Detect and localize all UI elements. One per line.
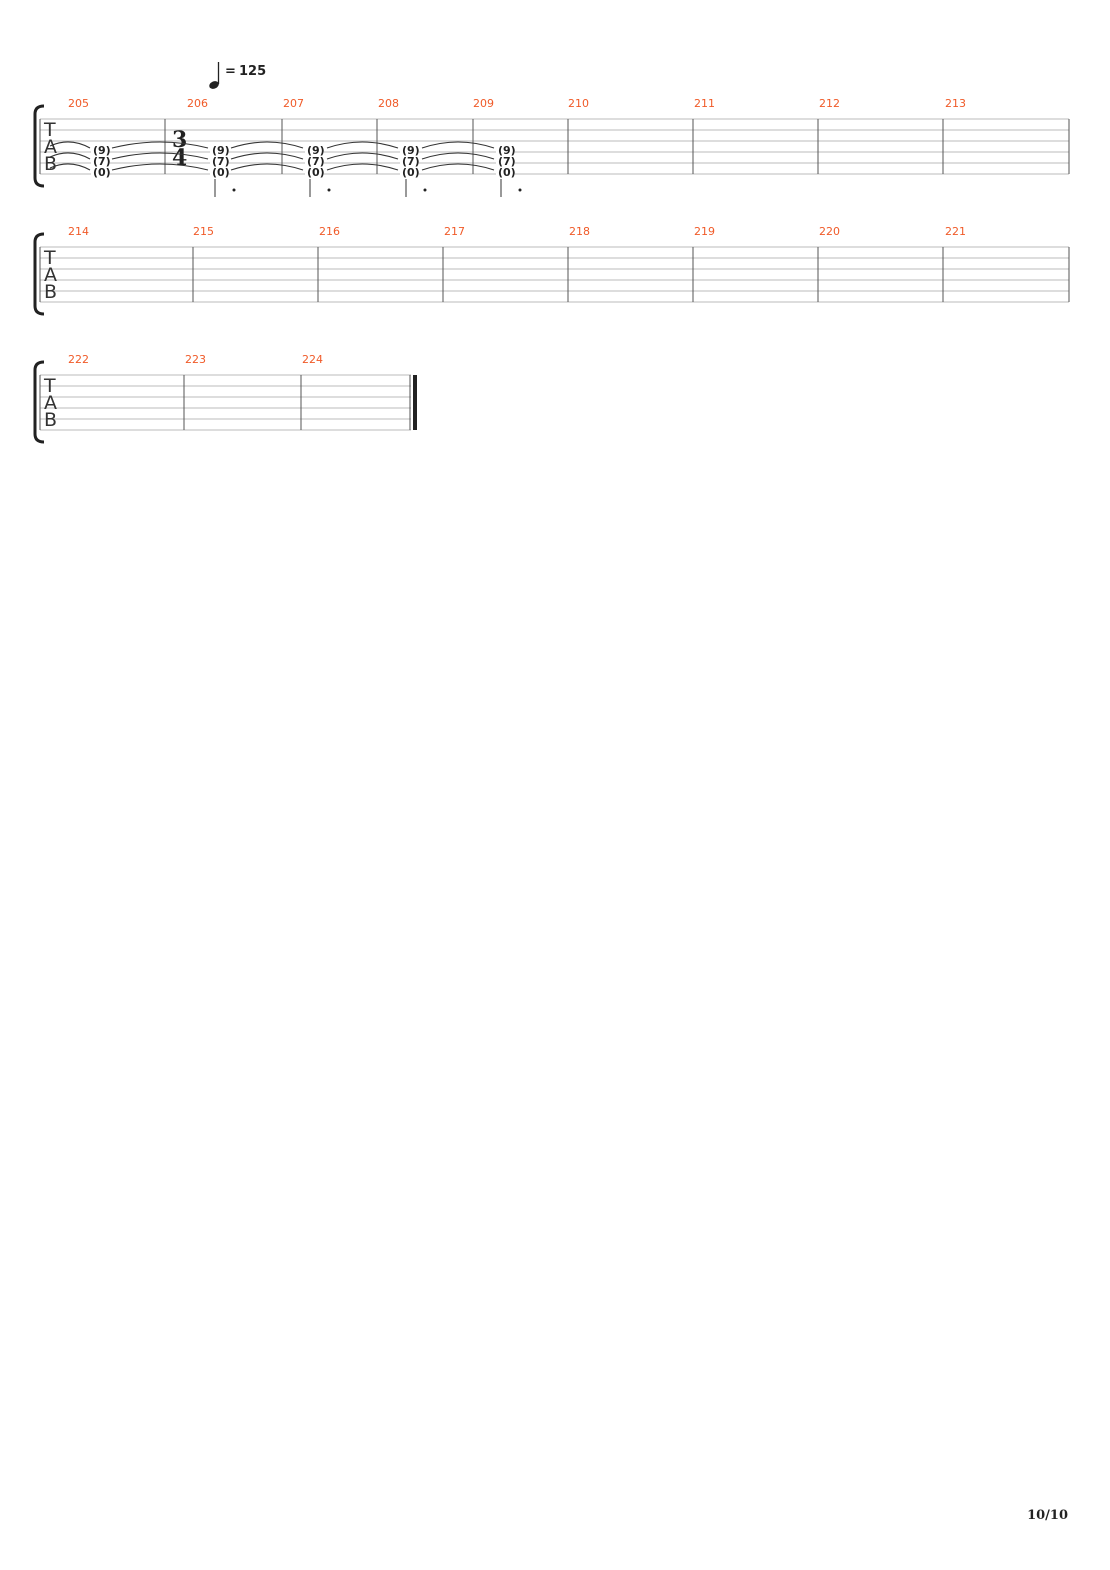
fret-number: (7) <box>307 155 325 168</box>
barlines <box>39 247 1070 302</box>
fret-number: (9) <box>93 144 111 157</box>
measure-number: 214 <box>68 225 89 238</box>
tempo-equals: = <box>225 64 236 79</box>
barlines <box>39 119 1070 174</box>
fret-number: (7) <box>498 155 516 168</box>
time-signature-top: 3 <box>172 127 187 153</box>
fret-number: (9) <box>402 144 420 157</box>
measure-number: 208 <box>378 97 399 110</box>
tab-system-3: T A B 222 223 224 <box>33 353 417 444</box>
staff-lines <box>40 374 411 431</box>
fret-number: (9) <box>212 144 230 157</box>
fret-number: (9) <box>498 144 516 157</box>
measure-number: 207 <box>283 97 304 110</box>
measure-number: 206 <box>187 97 208 110</box>
tab-system-1: T A B 205 206 207 208 209 210 211 212 21… <box>33 97 1070 197</box>
fret-number: (0) <box>498 166 516 179</box>
measure-number: 219 <box>694 225 715 238</box>
fret-number: (7) <box>212 155 230 168</box>
final-barline <box>413 375 417 430</box>
barlines <box>39 375 411 430</box>
measure-number: 217 <box>444 225 465 238</box>
dot-icon <box>232 188 236 192</box>
measure-number: 205 <box>68 97 89 110</box>
measure-number: 216 <box>319 225 340 238</box>
tab-letter-b: B <box>44 281 57 303</box>
tie-arcs <box>49 141 495 171</box>
measure-number: 211 <box>694 97 715 110</box>
chord: (9) (7) (0) <box>400 143 427 197</box>
fret-number: (0) <box>93 166 111 179</box>
chord: (9) (7) (0) <box>210 143 236 197</box>
staff-lines <box>40 118 1069 175</box>
measure-number: 221 <box>945 225 966 238</box>
fret-number: (9) <box>307 144 325 157</box>
measure-number: 215 <box>193 225 214 238</box>
measure-numbers: 205 206 207 208 209 210 211 212 213 <box>68 97 966 110</box>
fret-number: (7) <box>402 155 420 168</box>
staff-lines <box>40 246 1069 303</box>
fret-number: (7) <box>93 155 111 168</box>
system-bracket-icon <box>33 360 45 444</box>
tab-letter-b: B <box>44 153 57 175</box>
measure-number: 224 <box>302 353 323 366</box>
tab-letter-a: A <box>44 264 57 286</box>
measure-number: 218 <box>569 225 590 238</box>
quarter-note-icon <box>209 62 220 89</box>
time-signature-bottom: 4 <box>172 145 187 171</box>
chord: (9) (7) (0) <box>305 143 331 197</box>
page-number: 10/10 <box>1027 1508 1068 1523</box>
measure-number: 223 <box>185 353 206 366</box>
tempo-value: 125 <box>239 64 266 79</box>
tab-letter-t: T <box>43 247 56 269</box>
measure-number: 210 <box>568 97 589 110</box>
tab-letter-b: B <box>44 409 57 431</box>
dot-icon <box>327 188 331 192</box>
tab-letter-a: A <box>44 392 57 414</box>
chord: (9) (7) (0) <box>91 143 111 179</box>
measure-number: 220 <box>819 225 840 238</box>
measure-numbers: 222 223 224 <box>68 353 323 366</box>
dot-icon <box>518 188 522 192</box>
measure-number: 212 <box>819 97 840 110</box>
tab-letter-a: A <box>44 136 57 158</box>
measure-numbers: 214 215 216 217 218 219 220 221 <box>68 225 966 238</box>
system-bracket-icon <box>33 104 45 188</box>
tab-letter-t: T <box>43 375 56 397</box>
measure-number: 222 <box>68 353 89 366</box>
tab-clef: T A B <box>43 375 57 431</box>
fret-number: (0) <box>307 166 325 179</box>
measure-number: 209 <box>473 97 494 110</box>
fret-number: (0) <box>402 166 420 179</box>
chord: (9) (7) (0) <box>496 143 522 197</box>
tab-letter-t: T <box>43 119 56 141</box>
tab-system-2: T A B 214 215 216 217 218 219 220 221 <box>33 225 1070 316</box>
tempo-marking: = 125 <box>209 62 266 89</box>
measure-number: 213 <box>945 97 966 110</box>
system-bracket-icon <box>33 232 45 316</box>
fret-number: (0) <box>212 166 230 179</box>
tab-clef: T A B <box>43 247 57 303</box>
dot-icon <box>423 188 427 192</box>
tab-clef: T A B <box>43 119 57 175</box>
